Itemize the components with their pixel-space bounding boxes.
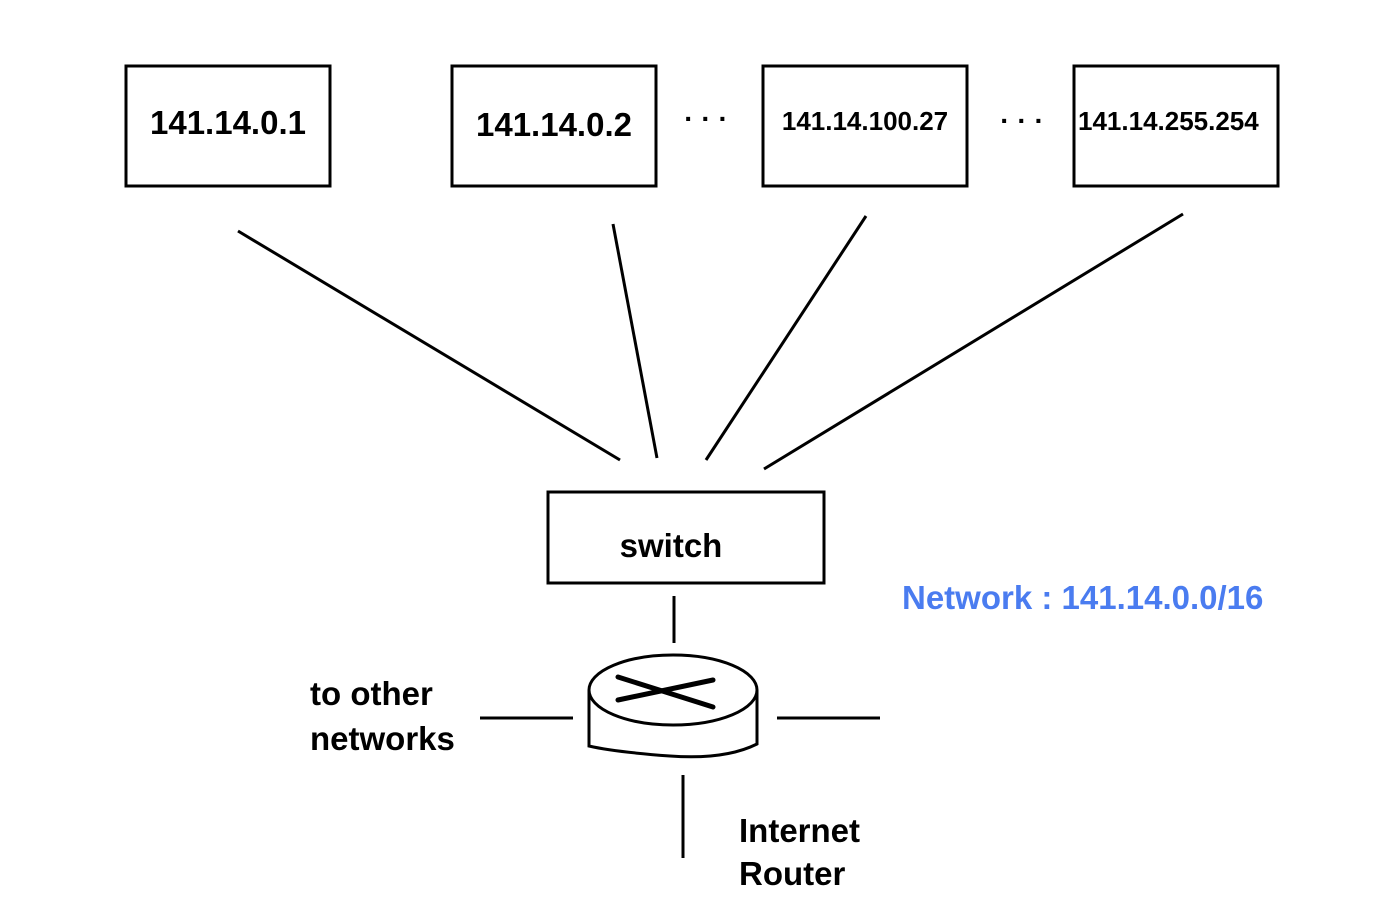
host-box-4 (1072, 64, 1280, 188)
host-node-3: 141.14.100.27 (761, 64, 969, 188)
network-label: Network : 141.14.0.0/16 (902, 579, 1263, 616)
host-node-1: 141.14.0.1 (124, 64, 332, 188)
link-host-1-switch (237, 229, 621, 462)
ellipsis-hosts-gap-2: · · · (1000, 105, 1044, 136)
host-node-2: 141.14.0.2 (450, 64, 658, 188)
link-host-3-switch (704, 215, 868, 461)
host-node-4: 141.14.255.254 (1072, 64, 1280, 188)
router-label-line2: Router (739, 855, 845, 892)
other-networks-label-line2: networks (310, 720, 455, 757)
other-networks-label-line1: to other (310, 675, 433, 712)
host-box-1 (124, 64, 332, 188)
host-label-1: 141.14.0.1 (150, 104, 306, 141)
link-host-4-switch (763, 212, 1184, 471)
host-label-4: 141.14.255.254 (1078, 106, 1259, 136)
router-x-stroke-2 (615, 677, 716, 703)
switch-node: switch (546, 490, 826, 585)
host-label-3: 141.14.100.27 (782, 106, 948, 136)
link-host-2-switch (611, 223, 659, 459)
switch-box (546, 490, 826, 585)
router-icon (587, 653, 759, 759)
host-label-2: 141.14.0.2 (476, 106, 632, 143)
host-box-3 (761, 64, 969, 188)
ellipsis-hosts-gap-1: · · · (684, 103, 728, 134)
router-label-line1: Internet (739, 812, 860, 849)
switch-label: switch (620, 527, 723, 564)
host-box-2 (450, 64, 658, 188)
